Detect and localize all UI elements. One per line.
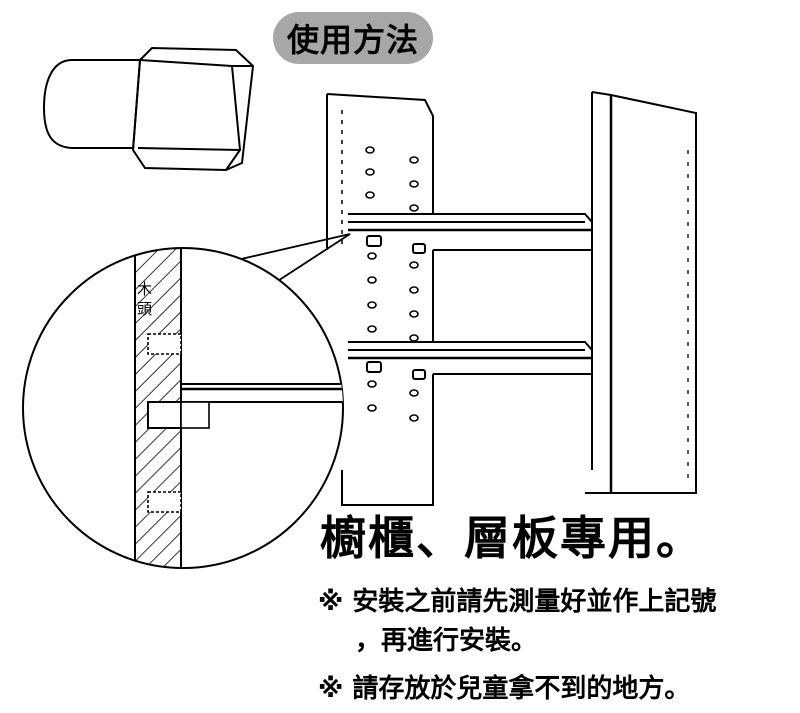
callout-lines (227, 233, 351, 287)
shelf-pin-illustration (42, 46, 255, 172)
note-children: ※ 請存放於兒童拿不到的地方。 (318, 674, 691, 704)
note-measure-line-1: ※ 安裝之前請先測量好並作上記號 (318, 587, 717, 617)
right-cabinet-panel (585, 91, 697, 494)
shelves (348, 213, 593, 375)
pin-holes (365, 146, 419, 422)
headline: 櫥櫃、層板專用。 (320, 511, 704, 565)
installed-pins (366, 235, 426, 380)
left-cabinet-panel (326, 93, 434, 506)
note-measure-line-2: ，再進行安裝。 (355, 626, 538, 656)
wood-label-char-1: 木 (137, 280, 153, 298)
title-badge: 使用方法 (273, 12, 433, 64)
wood-label-char-2: 頭 (137, 300, 153, 318)
magnified-detail (22, 247, 344, 569)
